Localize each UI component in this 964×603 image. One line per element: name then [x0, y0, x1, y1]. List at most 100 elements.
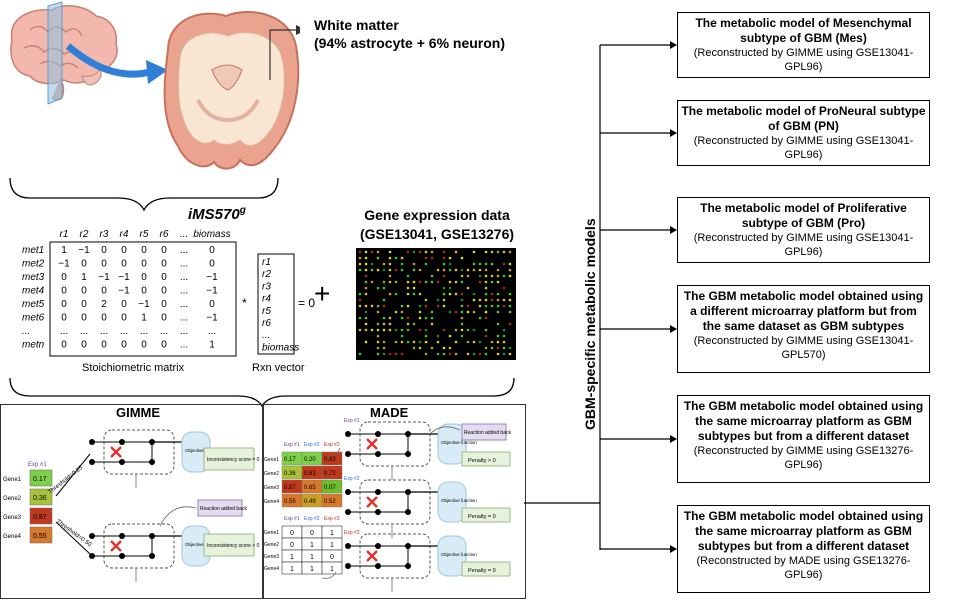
microarray-spot — [388, 256, 392, 260]
microarray-spot — [442, 328, 446, 332]
made-panel — [262, 404, 526, 599]
matrix-cell: ... — [180, 245, 188, 256]
matrix-col-header: r2 — [80, 229, 89, 240]
microarray-spot — [364, 328, 368, 332]
model-gpl570: The GBM metabolic model obtained using a… — [677, 285, 930, 373]
coronal-slice-icon — [163, 11, 300, 170]
microarray-spot — [382, 346, 386, 350]
model-arrowhead-icon — [670, 545, 677, 553]
microarray-spot — [508, 304, 512, 308]
matrix-cell: ... — [60, 326, 68, 337]
plus-sign: + — [314, 278, 331, 309]
microarray-spot — [376, 322, 380, 326]
microarray-spot — [430, 322, 434, 326]
microarray-spot — [418, 340, 422, 344]
microarray-spot — [406, 304, 410, 308]
microarray-spot — [502, 352, 506, 356]
microarray-spot — [496, 268, 500, 272]
gimme-exp-label: Exp #1 — [28, 462, 47, 468]
made-binary-exp-label: Exp #2 — [304, 516, 320, 522]
microarray-spot — [502, 334, 506, 338]
microarray-spot — [454, 292, 458, 296]
microarray-spot — [412, 340, 416, 344]
matrix-cell: 0 — [141, 245, 147, 256]
microarray-spot — [502, 304, 506, 308]
matrix-row-label: met3 — [22, 272, 45, 283]
microarray-spot — [484, 286, 488, 290]
microarray-spot — [436, 352, 440, 356]
matrix-cell: 1 — [209, 340, 215, 351]
microarray-spot — [364, 256, 368, 260]
made-gene-label: Gene1 — [264, 457, 279, 463]
made-exp-label: Exp #1 — [284, 442, 300, 448]
microarray-spot — [478, 316, 482, 320]
microarray-spot — [496, 274, 500, 278]
microarray-spot — [418, 304, 422, 308]
microarray-spot — [364, 316, 368, 320]
microarray-spot — [496, 250, 500, 254]
white-matter-title: White matter — [314, 17, 399, 33]
gimme-gene-label: Gene4 — [3, 534, 22, 540]
model-arrowhead-icon — [670, 226, 677, 234]
matrix-cell: 1 — [141, 313, 147, 324]
matrix-cell: 0 — [209, 245, 215, 256]
microarray-spot — [370, 304, 374, 308]
matrix-col-header: r3 — [100, 229, 109, 240]
microarray-spot — [502, 346, 506, 350]
equals-zero: = 0 — [298, 296, 315, 310]
matrix-row-label: metn — [22, 340, 45, 351]
microarray-spot — [418, 310, 422, 314]
microarray-spot — [388, 268, 392, 272]
microarray-spot — [490, 346, 494, 350]
microarray-spot — [406, 340, 410, 344]
microarray-spot — [364, 262, 368, 266]
microarray-spot — [358, 256, 362, 260]
matrix-cell: ... — [208, 326, 216, 337]
microarray-spot — [400, 262, 404, 266]
matrix-cell: 0 — [101, 313, 107, 324]
microarray-spot — [442, 292, 446, 296]
microarray-spot — [406, 328, 410, 332]
microarray-spot — [412, 292, 416, 296]
matrix-cell: 0 — [161, 313, 167, 324]
matrix-cell: 0 — [141, 286, 147, 297]
microarray-spot — [358, 298, 362, 302]
matrix-cell: −1 — [118, 286, 130, 297]
matrix-cell: 0 — [81, 299, 87, 310]
microarray-spot — [400, 268, 404, 272]
microarray-spot — [460, 310, 464, 314]
vector-entry: r2 — [262, 269, 271, 280]
microarray-spot — [358, 262, 362, 266]
microarray-spot — [496, 352, 500, 356]
matrix-cell: 1 — [81, 272, 87, 283]
microarray-spot — [460, 316, 464, 320]
microarray-spot — [376, 328, 380, 332]
microarray-spot — [466, 286, 470, 290]
matrix-cell: 0 — [101, 340, 107, 351]
made-binary-gene-label: Gene2 — [264, 542, 279, 548]
made-gene-label: Gene4 — [264, 499, 279, 505]
made-reaction-added-label: Reaction added back — [464, 430, 511, 436]
microarray-spot — [484, 334, 488, 338]
microarray-spot — [376, 310, 380, 314]
model-arrowhead-icon — [670, 41, 677, 49]
microarray-spot — [442, 256, 446, 260]
matrix-cell: ... — [140, 326, 148, 337]
microarray-spot — [502, 262, 506, 266]
microarray-spot — [442, 298, 446, 302]
microarray-spot — [376, 346, 380, 350]
objective-function-label: Objective function — [441, 498, 477, 503]
microarray-spot — [418, 292, 422, 296]
microarray-spot — [364, 322, 368, 326]
microarray-spot — [502, 274, 506, 278]
made-binary-cell — [321, 561, 343, 575]
matrix-cell: 0 — [101, 259, 107, 270]
matrix-cell: 0 — [61, 313, 67, 324]
microarray-spot — [358, 304, 362, 308]
microarray-spot — [442, 286, 446, 290]
microarray-spot — [496, 340, 500, 344]
microarray-spot — [382, 352, 386, 356]
microarray-spot — [382, 340, 386, 344]
microarray-spot — [508, 262, 512, 266]
